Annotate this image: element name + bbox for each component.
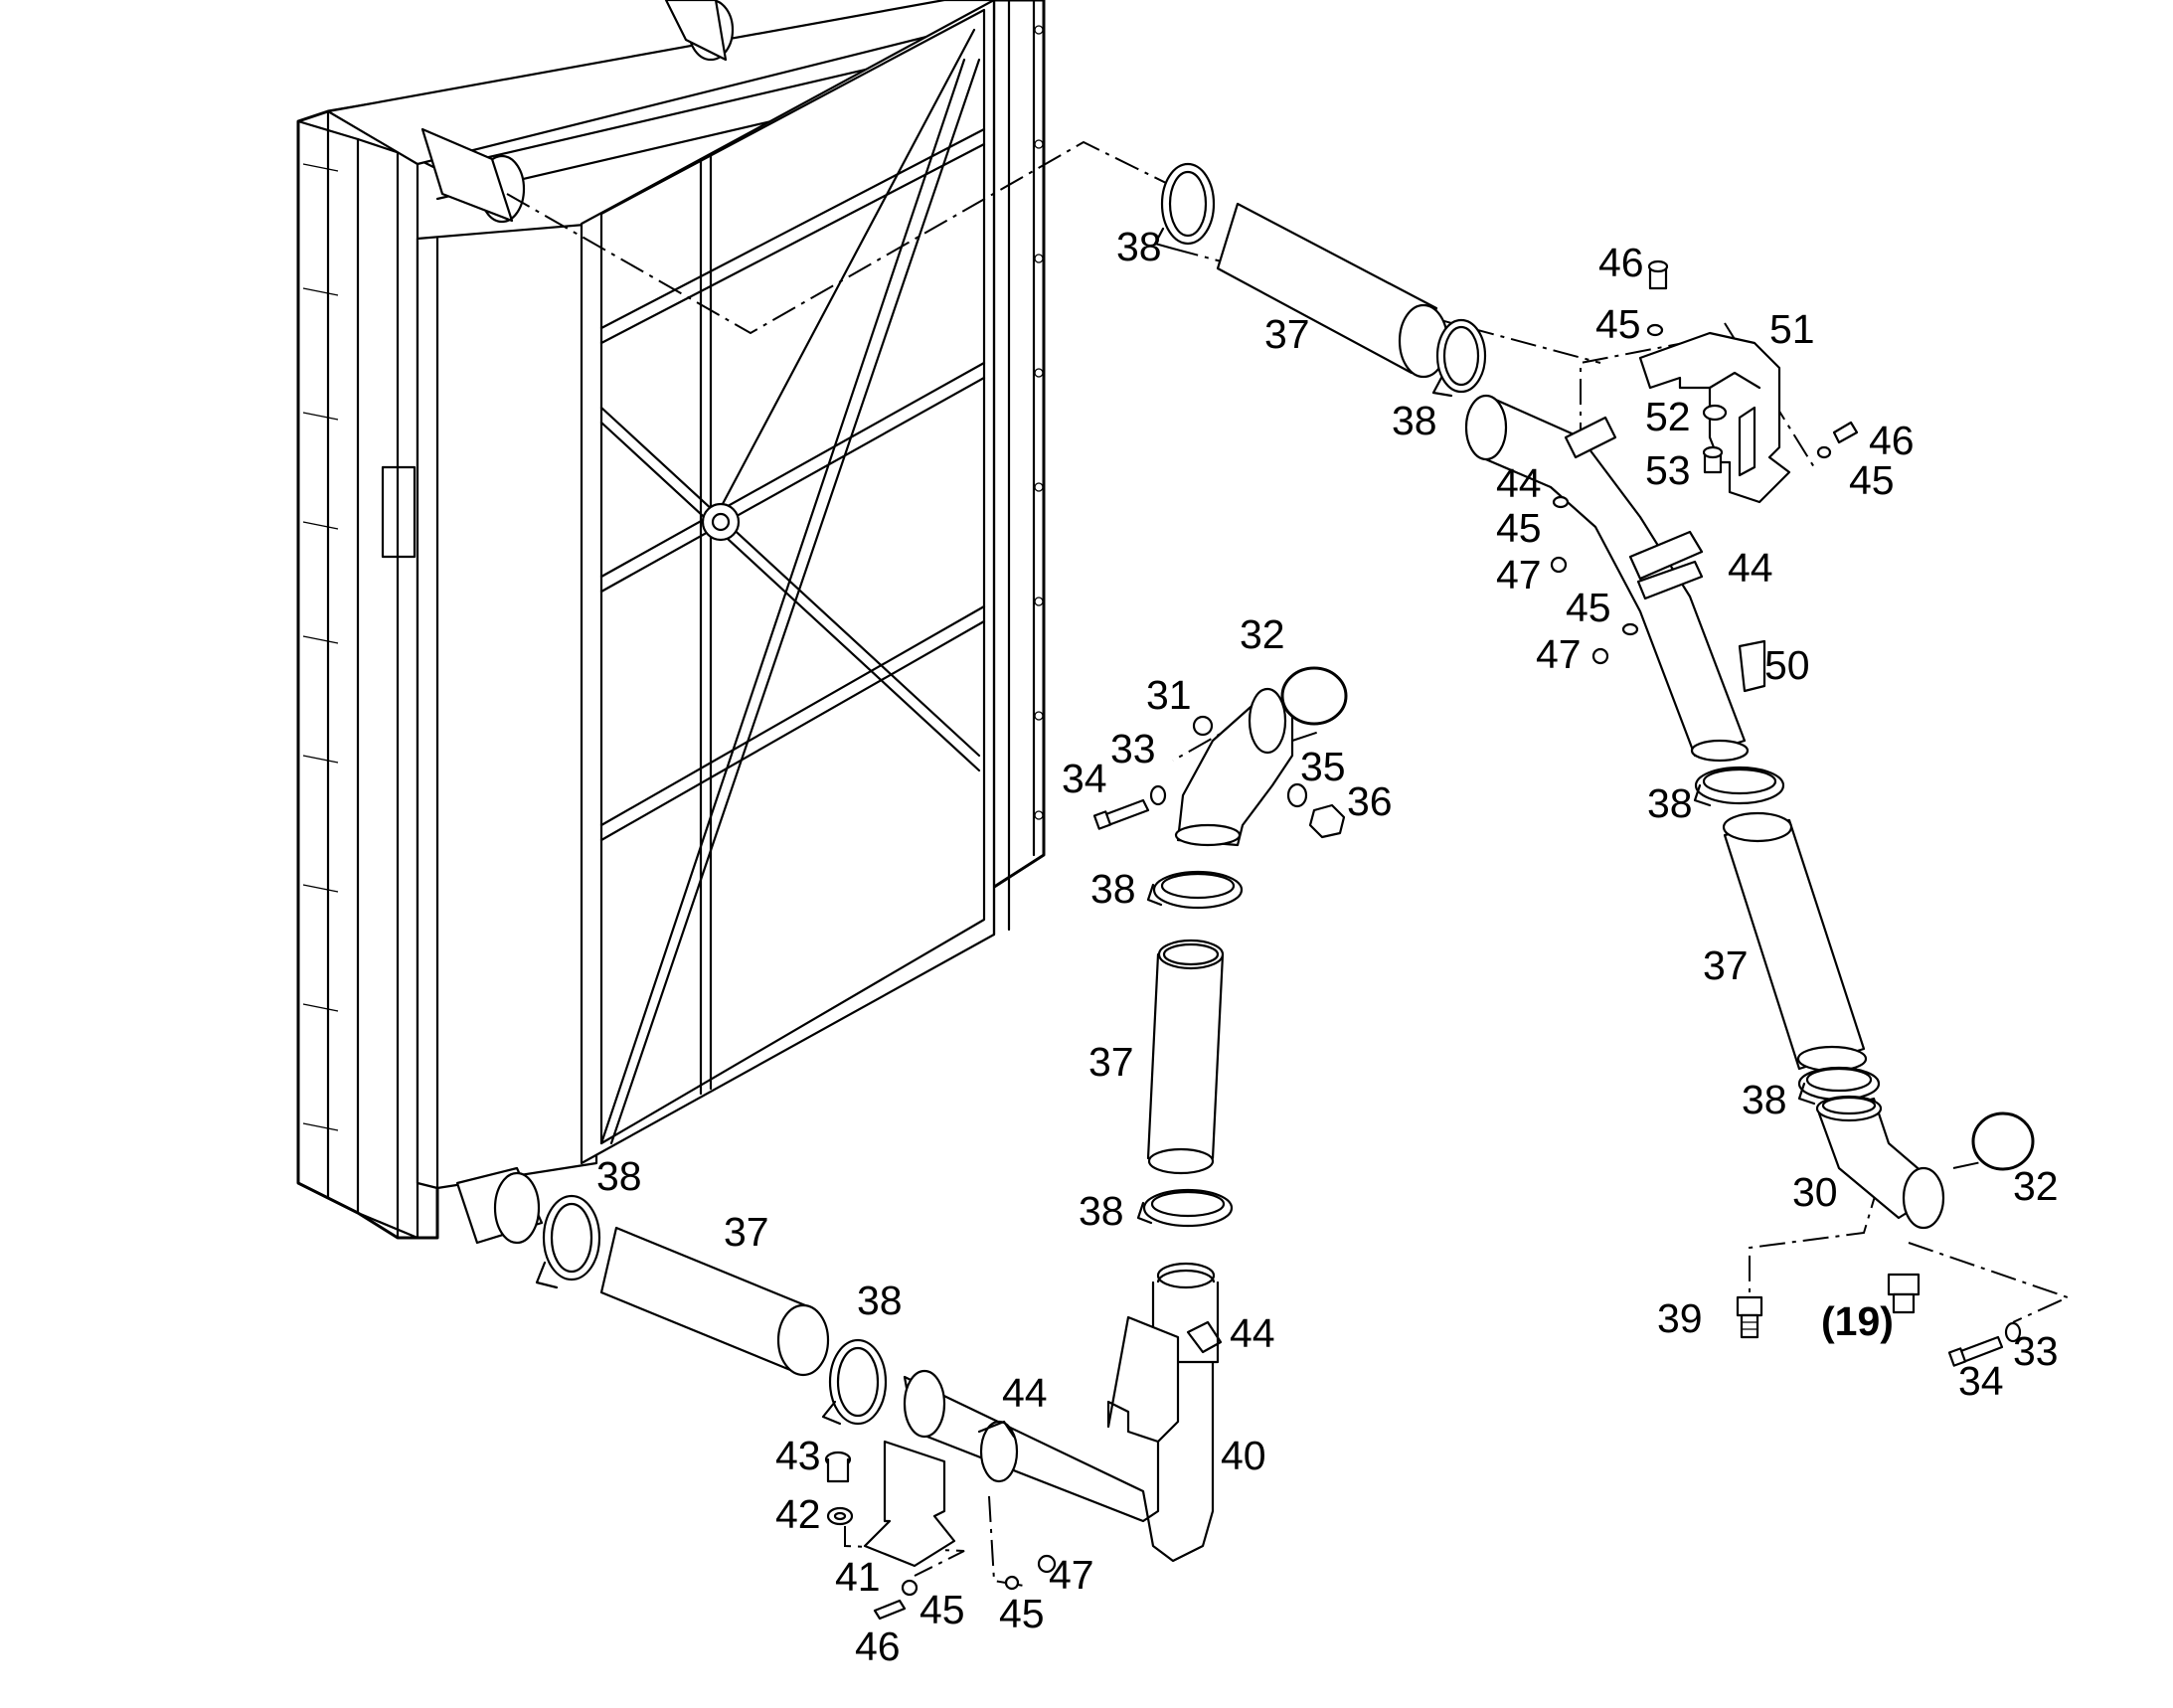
callout-38: 38 (1116, 224, 1162, 269)
gasket-32-upper (1280, 666, 1348, 726)
washer-33-lower (2004, 1321, 2022, 1343)
callout-44: 44 (1002, 1370, 1048, 1416)
callout-41: 41 (835, 1554, 881, 1600)
nut-36 (1308, 803, 1346, 839)
clamp-38-lower-left-a (535, 1194, 601, 1289)
hose-lower-left (599, 1226, 830, 1377)
bolt-34-lower (1947, 1335, 2004, 1367)
callout-44: 44 (1496, 460, 1542, 506)
callout-33: 33 (2013, 1328, 2059, 1374)
clamp-38-centre-a (1146, 870, 1244, 910)
nameplate (381, 465, 417, 559)
hose-37-right (1722, 811, 1868, 1073)
callout-38: 38 (1079, 1188, 1124, 1234)
callout-38: 38 (857, 1278, 903, 1323)
callout-30: 30 (1792, 1169, 1838, 1215)
callout-39: 39 (1657, 1295, 1703, 1341)
callout-37: 37 (724, 1209, 769, 1255)
callout-45: 45 (1849, 457, 1895, 503)
clamp-38-top-a (1153, 162, 1216, 251)
callout-45: 45 (999, 1591, 1045, 1636)
callout-38: 38 (1392, 398, 1437, 443)
pipe-50 (1464, 394, 1766, 763)
callout-45: 45 (1496, 505, 1542, 551)
clamp-38-top-b (1431, 318, 1487, 398)
left-header-tank (416, 222, 598, 1190)
sensor-19 (1887, 1273, 1921, 1314)
gasket-32-lower (1971, 1111, 2035, 1171)
callout-45: 45 (919, 1587, 965, 1632)
callout-46: 46 (1598, 240, 1644, 285)
callout-46: 46 (1869, 418, 1915, 463)
callout-38: 38 (1090, 866, 1136, 912)
callout-34: 34 (1958, 1358, 2004, 1404)
hose-37-centre (1146, 939, 1225, 1175)
callout-34: 34 (1062, 756, 1107, 801)
callout-51: 51 (1769, 306, 1815, 352)
washer-42 (826, 1506, 854, 1526)
callout-37: 37 (1264, 311, 1310, 357)
hardware-lower (873, 1554, 1057, 1621)
bolt-34-upper (1092, 798, 1150, 830)
callout-53: 53 (1645, 447, 1691, 493)
callout-37: 37 (1088, 1039, 1134, 1085)
callout-44: 44 (1728, 545, 1773, 591)
callout-35: 35 (1300, 744, 1346, 789)
spacer-35 (1286, 782, 1308, 808)
clamp-38-centre-b (1136, 1188, 1234, 1228)
right-rail-holes (1034, 25, 1044, 820)
callout-45: 45 (1595, 301, 1641, 347)
hose-37-top (1216, 202, 1449, 379)
callout-38: 38 (1742, 1077, 1787, 1122)
outlet-stub (493, 1171, 541, 1245)
callout-37: 37 (1703, 942, 1749, 988)
callout-47: 47 (1049, 1552, 1094, 1598)
callout-50: 50 (1764, 642, 1810, 688)
washer-33-upper (1149, 784, 1167, 806)
callout-42: 42 (775, 1491, 821, 1537)
elbow-30 (1815, 1095, 1945, 1230)
callout-labels: 38 37 38 46 45 51 52 53 46 45 44 45 47 4… (596, 224, 2059, 1669)
callout-31: 31 (1146, 672, 1192, 718)
callout-44: 44 (1230, 1310, 1275, 1356)
bracket-41 (863, 1440, 956, 1568)
callout-47: 47 (1536, 631, 1582, 677)
callout-38: 38 (1647, 780, 1693, 826)
callout-47: 47 (1496, 552, 1542, 598)
charge-air-cooler (296, 0, 1046, 1245)
callout-40: 40 (1221, 1433, 1266, 1478)
clamp-38-right-a (1693, 766, 1785, 807)
hardware-upper-right (1550, 259, 1859, 665)
callout-32: 32 (2013, 1163, 2059, 1209)
callout-52: 52 (1645, 394, 1691, 439)
clamp-38-lower-left-b (821, 1338, 888, 1426)
elbow-31 (1174, 687, 1294, 847)
elbow-40 (903, 1262, 1223, 1563)
callout-33: 33 (1110, 726, 1156, 771)
bolt-43 (824, 1451, 852, 1483)
plug-39 (1736, 1295, 1763, 1339)
rail-holes (302, 163, 339, 1131)
callout-45: 45 (1566, 585, 1611, 630)
callout-43: 43 (775, 1433, 821, 1478)
callout-38: 38 (596, 1153, 642, 1199)
callout-32: 32 (1240, 611, 1285, 657)
callout-46: 46 (855, 1623, 901, 1669)
callout-19: (19) (1821, 1298, 1894, 1344)
callout-36: 36 (1347, 778, 1393, 824)
